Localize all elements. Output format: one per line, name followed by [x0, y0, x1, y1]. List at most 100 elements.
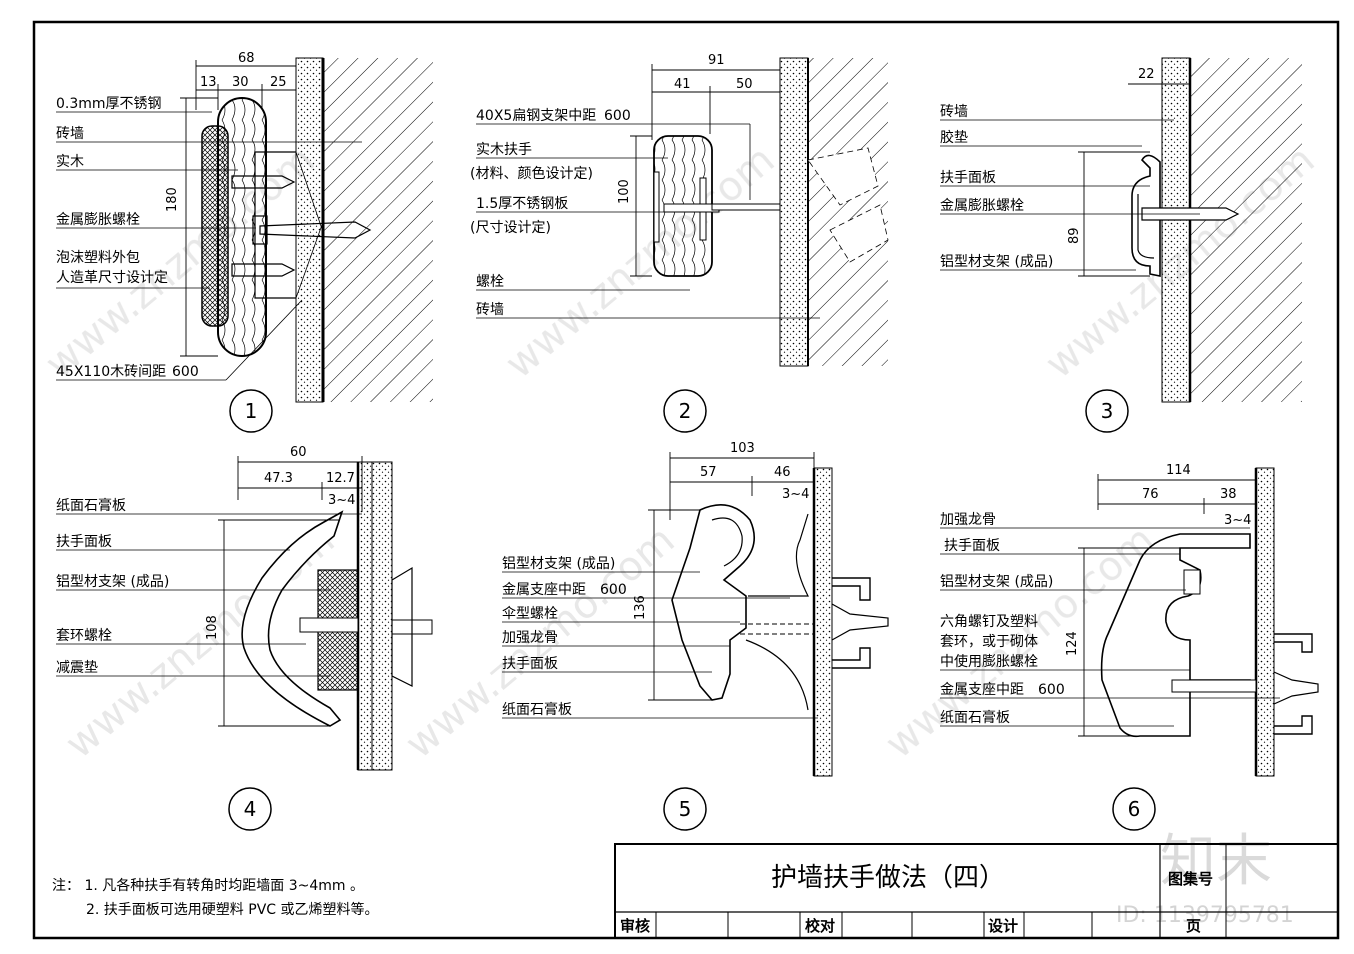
dim-height: 136: [633, 595, 648, 620]
watermark-brand: 知末: [1160, 829, 1272, 894]
label: 加强龙骨: [502, 630, 558, 646]
label: 减震垫: [56, 660, 98, 676]
dim-a: 13: [200, 75, 217, 90]
label: 泡沫塑料外包: [56, 250, 140, 266]
label: 胶垫: [940, 129, 968, 146]
page-label: 页: [1186, 917, 1201, 935]
detail-6: 114 76 38 3~4 124 加强龙骨 扶手面板 铝型材支架 (成品) 六…: [940, 463, 1319, 831]
detail-number-circle: [228, 787, 272, 831]
umbrella-bolt: [831, 603, 889, 641]
label: 铝型材支架 (成品): [56, 574, 169, 590]
brick-wall: [323, 58, 433, 402]
detail-2: 91 41 50 100 40X5扁钢支架中距 600 实木扶手 (材料、颜色设…: [470, 53, 889, 433]
detail-number-circle: [663, 389, 707, 433]
label-value: 600: [604, 108, 631, 124]
detail-number: 4: [244, 797, 257, 821]
label: 金属支座中距: [502, 582, 586, 598]
dim-b: 50: [736, 77, 753, 92]
aluminum-bracket: [671, 504, 756, 701]
bolt: [663, 203, 720, 213]
label: 螺栓: [476, 274, 504, 290]
dim-height: 89: [1067, 227, 1082, 244]
dim-height: 108: [205, 615, 220, 640]
label: 金属支座中距: [940, 682, 1024, 698]
foam-padding: [201, 125, 229, 327]
design-label: 设计: [988, 917, 1018, 935]
label: 铝型材支架 (成品): [940, 254, 1053, 270]
label: 砖墙: [940, 104, 968, 120]
dim-overall: 114: [1166, 463, 1191, 478]
label-value: 600: [1038, 682, 1065, 698]
label: 0.3mm厚不锈钢: [56, 96, 162, 112]
note-line: 注： 1. 凡各种扶手有转角时均距墙面 3~4mm 。: [52, 878, 364, 894]
label: 铝型材支架 (成品): [502, 556, 615, 572]
gypsum-wall: [1255, 467, 1275, 777]
label: 扶手面板: [502, 656, 558, 672]
detail-number: 3: [1101, 399, 1114, 423]
dim-a: 47.3: [264, 471, 293, 486]
label: 纸面石膏板: [940, 709, 1010, 726]
label: 纸面石膏板: [502, 701, 572, 718]
check-label: 校对: [805, 917, 835, 935]
review-label: 审核: [620, 917, 650, 935]
label: (材料、颜色设计定): [470, 165, 593, 182]
label: 伞型螺栓: [502, 605, 558, 622]
detail-5: 103 57 46 3~4 136 铝型材支架 (成品) 金属支座中距 600 …: [502, 441, 889, 831]
notes: 注： 1. 凡各种扶手有转角时均距墙面 3~4mm 。 2. 扶手面板可选用硬塑…: [52, 878, 379, 918]
detail-number-circle: [229, 389, 273, 433]
label: 扶手面板: [56, 534, 112, 550]
label: 纸面石膏板: [56, 497, 126, 514]
detail-number-circle: [663, 787, 707, 831]
dim-overall: 103: [730, 441, 755, 456]
note-line: 2. 扶手面板可选用硬塑料 PVC 或乙烯塑料等。: [86, 901, 379, 918]
dim-a: 76: [1142, 487, 1159, 502]
label: 金属膨胀螺栓: [940, 197, 1024, 214]
label: 40X5扁钢支架中距: [476, 108, 596, 124]
dim-a: 41: [674, 77, 691, 92]
gypsum-wall: [813, 467, 833, 777]
dim-overall: 68: [238, 51, 255, 66]
detail-number-circle: [1085, 389, 1129, 433]
label-value: 600: [172, 364, 199, 380]
dim-gap: 3~4: [782, 487, 809, 502]
dim-overall: 22: [1138, 67, 1155, 82]
detail-4: 60 47.3 12.7 3~4 108 纸面石膏板 扶手面板 铝型材支架 (成…: [56, 445, 433, 831]
dim-b: 30: [232, 75, 249, 90]
label: 砖墙: [476, 302, 504, 318]
plaster-layer: [295, 57, 324, 403]
detail-number: 2: [679, 399, 692, 423]
label: 扶手面板: [940, 170, 996, 186]
label: 实木: [56, 154, 84, 170]
detail-1: 68 13 30 25 180 0.3mm厚不锈钢 砖墙 实木 金属膨胀螺栓 泡…: [56, 51, 433, 433]
dim-b: 12.7: [326, 471, 355, 486]
label: 铝型材支架 (成品): [940, 574, 1053, 590]
dim-height: 124: [1065, 631, 1080, 656]
plaster-layer: [1161, 57, 1191, 403]
brick-wall: [1190, 58, 1302, 402]
label: 1.5厚不锈钢板: [476, 196, 568, 212]
label: 中使用膨胀螺栓: [940, 653, 1038, 670]
dim-a: 57: [700, 465, 717, 480]
detail-3: 22 89 砖墙 胶垫 扶手面板 金属膨胀螺栓 铝型材支架 (成品) 3: [940, 57, 1302, 433]
label-value: 600: [600, 582, 627, 598]
label: (尺寸设计定): [470, 220, 551, 236]
label: 套环，或于砌体: [940, 634, 1038, 650]
dim-height: 100: [617, 179, 632, 204]
title-block: 护墙扶手做法（四） 图集号 审核 校对 设计 页: [614, 843, 1339, 939]
dim-b: 46: [774, 465, 791, 480]
label: 人造革尺寸设计定: [56, 270, 168, 286]
dim-gap: 3~4: [1224, 513, 1251, 528]
dim-gap: 3~4: [328, 493, 355, 508]
detail-number: 1: [245, 399, 258, 423]
label: 砖墙: [56, 126, 84, 142]
detail-number: 6: [1128, 797, 1141, 821]
label: 套环螺栓: [56, 628, 112, 644]
detail-number-circle: [1112, 787, 1156, 831]
dim-height: 180: [165, 187, 180, 212]
atlas-label: 图集号: [1168, 870, 1213, 888]
sheet-title: 护墙扶手做法（四）: [771, 863, 1005, 893]
dim-overall: 91: [708, 53, 725, 68]
detail-number: 5: [679, 797, 692, 821]
gypsum-wall: [357, 461, 393, 771]
label: 扶手面板: [944, 538, 1000, 554]
